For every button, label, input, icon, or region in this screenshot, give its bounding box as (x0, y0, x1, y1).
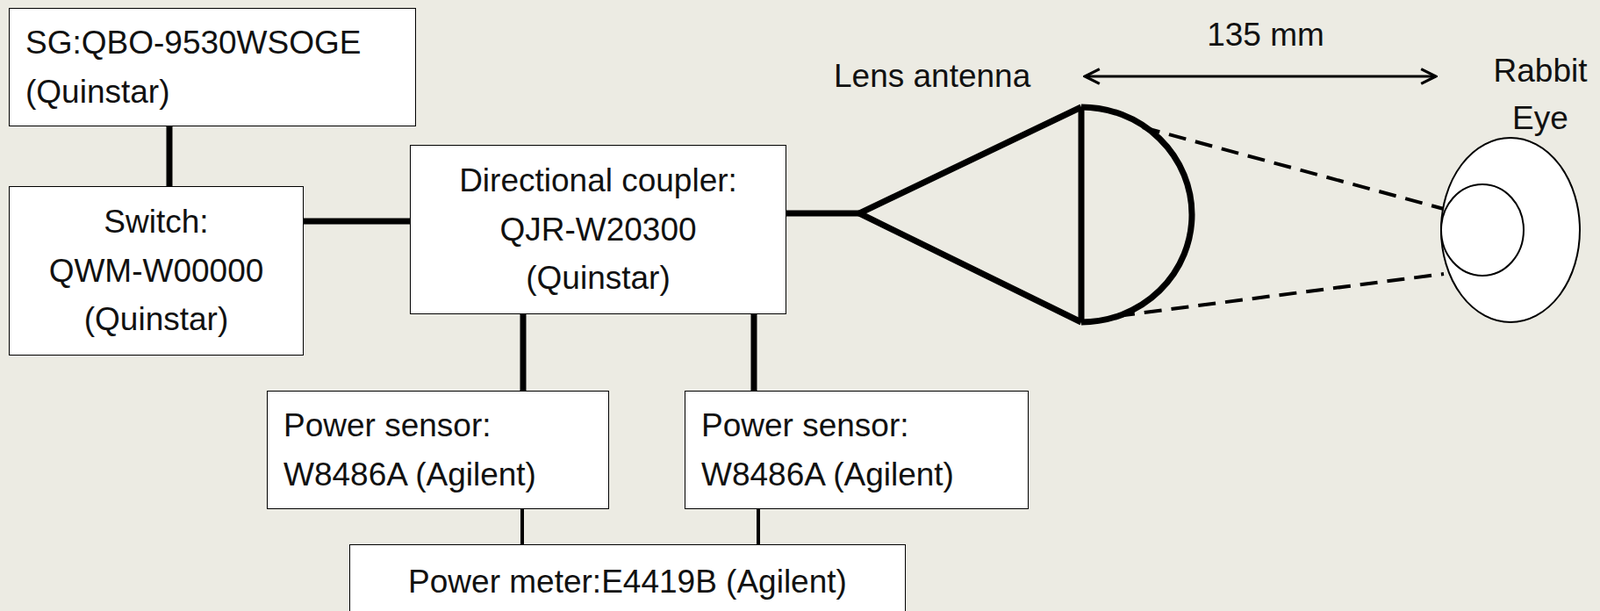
label-anchor: 135 mm (1177, 15, 1354, 55)
word: Rabbit (1493, 52, 1588, 89)
word: Eye (1512, 100, 1569, 137)
word: mm (1269, 16, 1325, 53)
word: 135 (1206, 16, 1262, 53)
outline-stroke (1081, 107, 1192, 323)
connector (520, 314, 527, 391)
word: Switch: (103, 203, 209, 240)
outline-stroke (1078, 107, 1085, 323)
node-text: Power meter:E4419B (Agilent) (408, 557, 847, 607)
word: SG:QBO-9530WSOGE (25, 24, 361, 61)
rabbit-eye: Rabbit Eye (1404, 35, 1593, 334)
connector (756, 509, 761, 545)
connector (303, 218, 410, 225)
eye-outline (1441, 184, 1524, 276)
node-text: Power sensor: W8486A (Agilent) (283, 401, 591, 499)
word: meter:E4419B (509, 563, 718, 600)
coupler-box: Directional coupler: QJR-W20300 (Quinsta… (409, 144, 787, 315)
node-text: Directional coupler: QJR-W20300 (Quinsta… (446, 156, 750, 303)
connector (520, 509, 524, 545)
word: Power (701, 407, 794, 444)
word: W8486A (701, 456, 825, 493)
word: W8486A (283, 456, 407, 493)
word: sensor: (802, 407, 909, 444)
word: (Quinstar) (525, 259, 670, 296)
lens-antenna: Lens antenna (859, 52, 1211, 334)
word: (Quinstar) (25, 73, 170, 110)
node-text: Rabbit Eye (1487, 47, 1593, 142)
power-meter-box: Power meter:E4419B (Agilent) (349, 544, 906, 611)
word: Lens (833, 57, 905, 94)
node-text: Power sensor: W8486A (Agilent) (701, 401, 1011, 499)
eye-outline (1441, 137, 1580, 323)
word: Power (283, 407, 376, 444)
word: QWM-W00000 (49, 252, 265, 289)
word: (Agilent) (415, 456, 537, 493)
word: sensor: (384, 407, 491, 444)
word: antenna (913, 57, 1032, 94)
power-sensor-box: Power sensor: W8486A (Agilent) (266, 390, 610, 510)
switch-box: Switch: QWM-W00000 (Quinstar) (8, 186, 304, 356)
connector (751, 314, 758, 391)
node-text: Switch: QWM-W00000 (Quinstar) (41, 197, 272, 345)
word: Power (408, 563, 501, 600)
node-text: SG:QBO-9530WSOGE (Quinstar) (25, 18, 398, 116)
connector (166, 126, 173, 187)
word: Directional (459, 162, 613, 199)
dimension-label: 135 mm (1177, 15, 1354, 55)
word: QJR-W20300 (499, 211, 696, 248)
lens-antenna-outline (859, 52, 1211, 334)
power-sensor-box: Power sensor: W8486A (Agilent) (684, 390, 1029, 510)
word: (Agilent) (832, 456, 955, 493)
word: coupler: (621, 162, 738, 199)
word: (Agilent) (725, 563, 847, 600)
signal-generator-box: SG:QBO-9530WSOGE (Quinstar) (8, 7, 417, 127)
word: (Quinstar) (84, 301, 229, 338)
outline-stroke (859, 107, 1082, 323)
node-text: Lens antenna (833, 57, 1089, 96)
connector (786, 210, 860, 217)
dimension-arrow (1084, 75, 1436, 79)
